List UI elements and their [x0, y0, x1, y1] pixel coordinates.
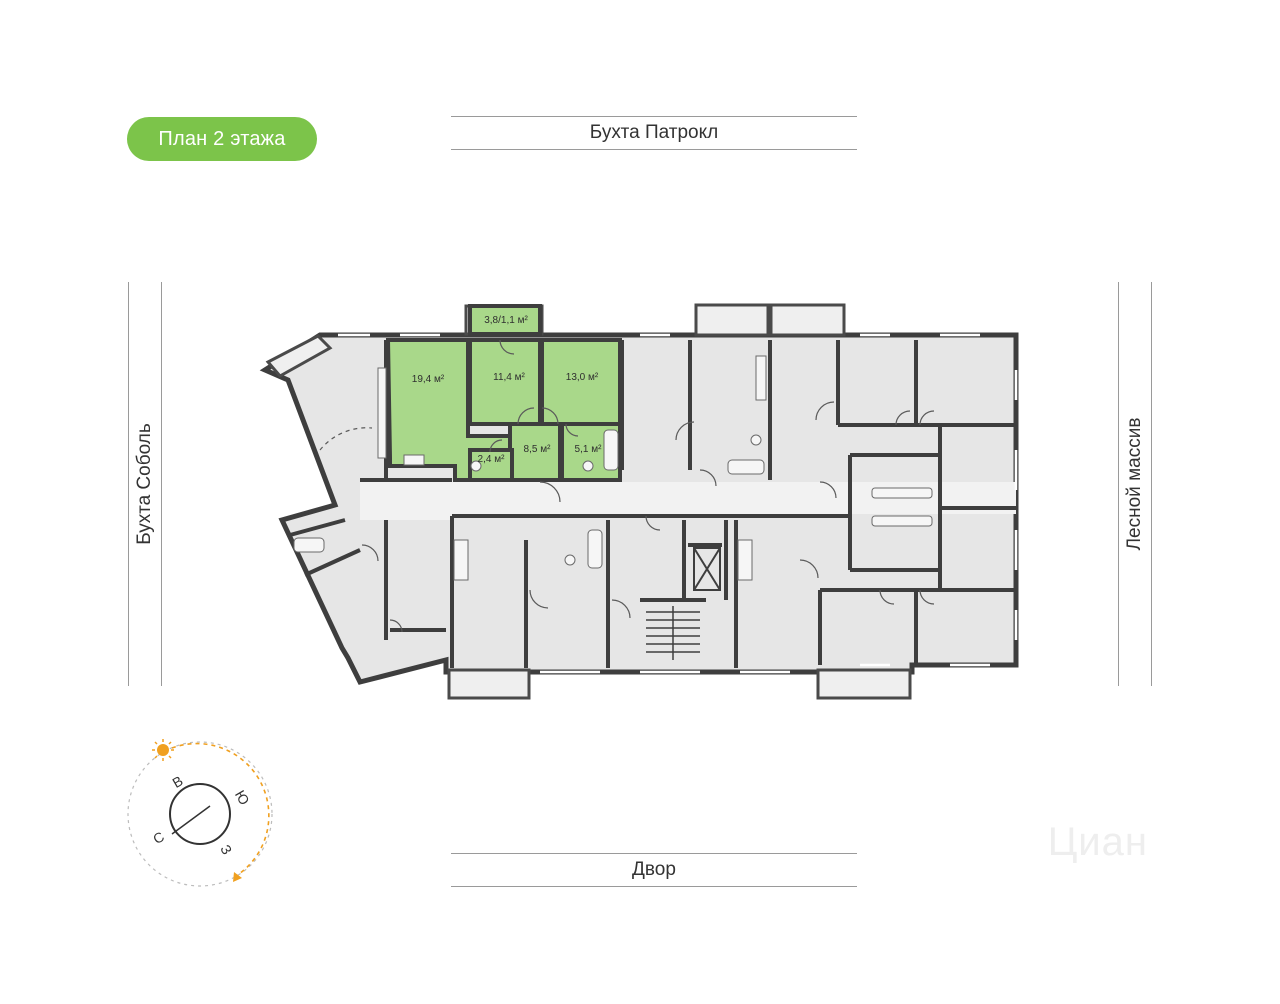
- room-label-balcony: 3,8/1,1 м²: [484, 315, 528, 326]
- compass-label-w: З: [217, 842, 235, 857]
- floor-plan-badge: План 2 этажа: [127, 117, 317, 161]
- windows: [338, 333, 1018, 674]
- direction-south-label: Двор: [451, 853, 857, 887]
- direction-east-frame: Лесной массив: [1118, 282, 1152, 686]
- fixtures: [293, 355, 933, 581]
- room-labels: 3,8/1,1 м² 19,4 м² 11,4 м² 13,0 м² 8,5 м…: [412, 315, 602, 465]
- direction-west-frame: Бухта Соболь: [128, 282, 162, 686]
- compass: В Ю С З: [127, 739, 273, 887]
- elevator: [693, 547, 721, 591]
- watermark-logo: Циан: [1047, 820, 1148, 864]
- corridor-west: [360, 480, 452, 520]
- compass-label-n: С: [150, 828, 167, 847]
- room-label-bedroom1: 11,4 м²: [493, 372, 525, 383]
- room-label-living: 19,4 м²: [412, 374, 445, 385]
- compass-label-s: Ю: [232, 787, 253, 807]
- room-label-bath: 5,1 м²: [575, 444, 603, 455]
- room-label-bedroom2: 13,0 м²: [566, 372, 599, 383]
- room-label-wc: 2,4 м²: [478, 454, 506, 465]
- direction-north-label: Бухта Патрокл: [451, 116, 857, 150]
- room-label-hall: 8,5 м²: [524, 444, 552, 455]
- highlighted-apartment: [385, 304, 622, 482]
- stairs: [646, 606, 700, 660]
- doors: [319, 339, 935, 633]
- sun-icon: [152, 739, 174, 761]
- corridor: [452, 482, 852, 516]
